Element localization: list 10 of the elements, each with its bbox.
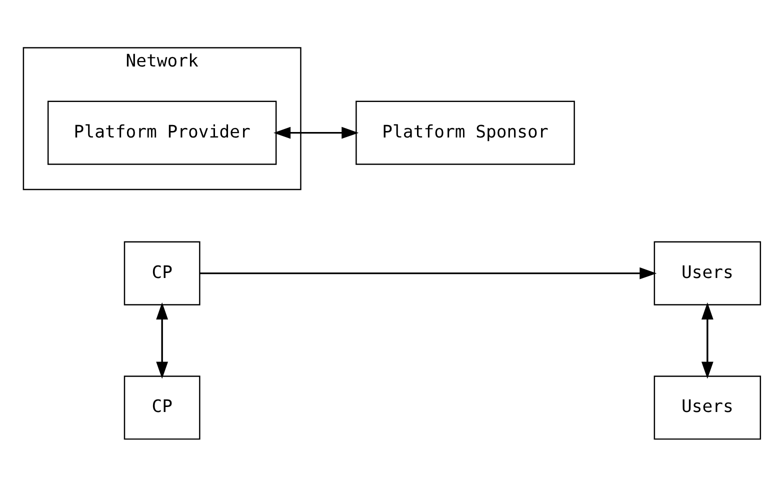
- node-box: Platform Provider: [47, 100, 277, 165]
- arrow: [200, 267, 657, 280]
- node-box: Users: [654, 241, 762, 306]
- node-box: Platform Sponsor: [356, 100, 575, 165]
- node-box: CP: [124, 241, 200, 306]
- arrow: [274, 126, 359, 139]
- node-box: Users: [654, 376, 762, 440]
- arrow: [156, 302, 168, 379]
- node-box: CP: [124, 376, 200, 440]
- arrow: [701, 302, 714, 379]
